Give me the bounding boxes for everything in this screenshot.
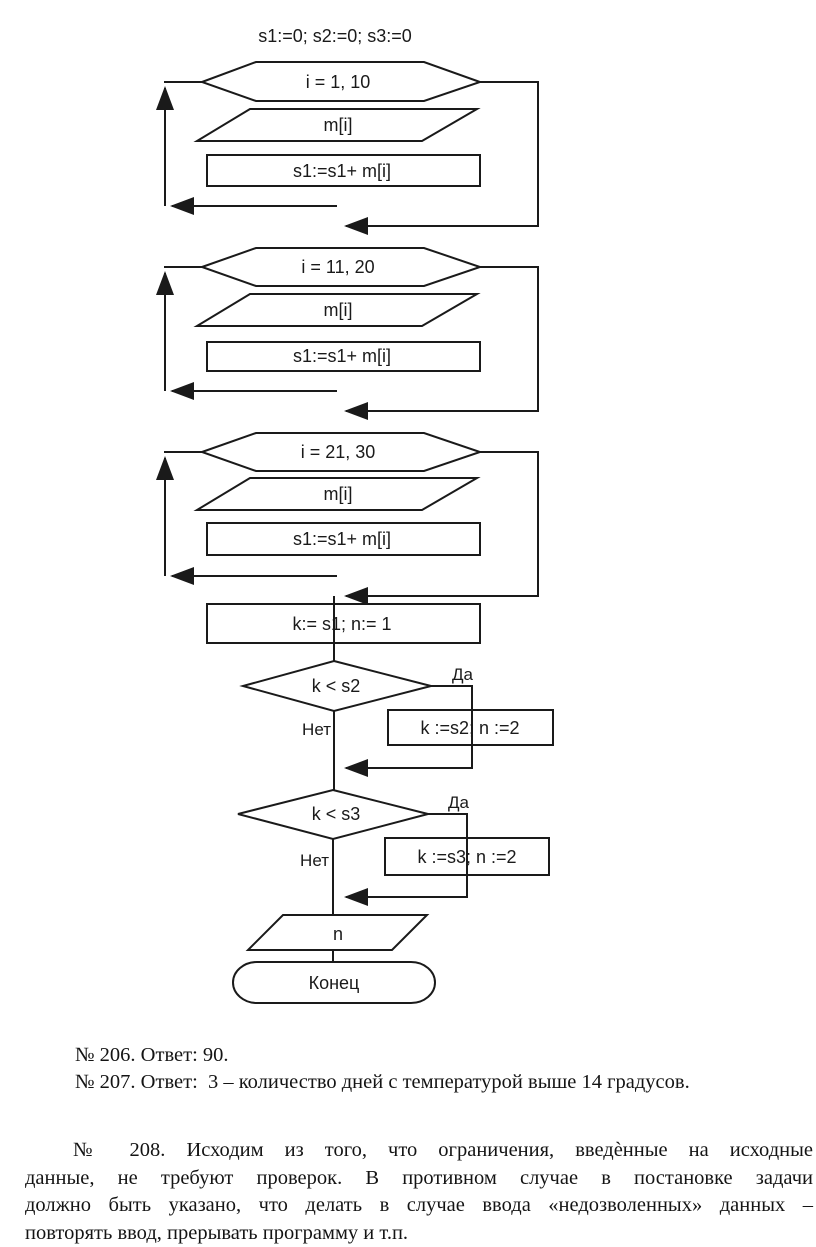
decision1-condition-label: k < s2 <box>312 676 361 696</box>
decision2-action-label: k :=s3; n :=2 <box>417 847 516 867</box>
loop3-header-label: i = 21, 30 <box>301 442 376 462</box>
flowchart-canvas: s1:=0; s2:=0; s3:=0 i = 1, 10 m[i] s1:=s… <box>0 0 816 1032</box>
loop1-header-label: i = 1, 10 <box>306 72 371 92</box>
loop1-process-label: s1:=s1+ m[i] <box>293 161 391 181</box>
note-208-paragraph: № 208. Исходим из того, что ограничения,… <box>25 1137 813 1247</box>
assign-label: k:= s1; n:= 1 <box>292 614 391 634</box>
decision1-yes-label: Да <box>452 665 474 684</box>
output-label: n <box>333 924 343 944</box>
note-208-line: № 208. Исходим из того, что ограничения,… <box>25 1137 813 1165</box>
init-statement: s1:=0; s2:=0; s3:=0 <box>258 26 412 46</box>
decision2-condition-label: k < s3 <box>312 804 361 824</box>
decision2-yes-label: Да <box>448 793 470 812</box>
decision1-no-label: Нет <box>302 720 331 739</box>
loop1-input-label: m[i] <box>324 115 353 135</box>
answers-block: № 206. Ответ: 90. № 207. Ответ: 3 – коли… <box>25 1042 813 1096</box>
loop2-process-label: s1:=s1+ m[i] <box>293 346 391 366</box>
decision2-no-label: Нет <box>300 851 329 870</box>
note-208-line: повторять ввод, прерывать программу и т.… <box>25 1220 813 1247</box>
loop3-input-label: m[i] <box>324 484 353 504</box>
answer-207: № 207. Ответ: 3 – количество дней с темп… <box>25 1069 813 1096</box>
answer-206: № 206. Ответ: 90. <box>25 1042 813 1069</box>
loop3-process-label: s1:=s1+ m[i] <box>293 529 391 549</box>
note-208-line: должно быть указано, что делать в случае… <box>25 1192 813 1220</box>
decision1-action-label: k :=s2; n :=2 <box>420 718 519 738</box>
note-208-line: данные, не требуют проверок. В противном… <box>25 1165 813 1193</box>
end-label: Конец <box>309 973 360 993</box>
loop2-exit-arrow <box>346 267 538 411</box>
loop2-input-label: m[i] <box>324 300 353 320</box>
loop2-header-label: i = 11, 20 <box>301 257 374 277</box>
